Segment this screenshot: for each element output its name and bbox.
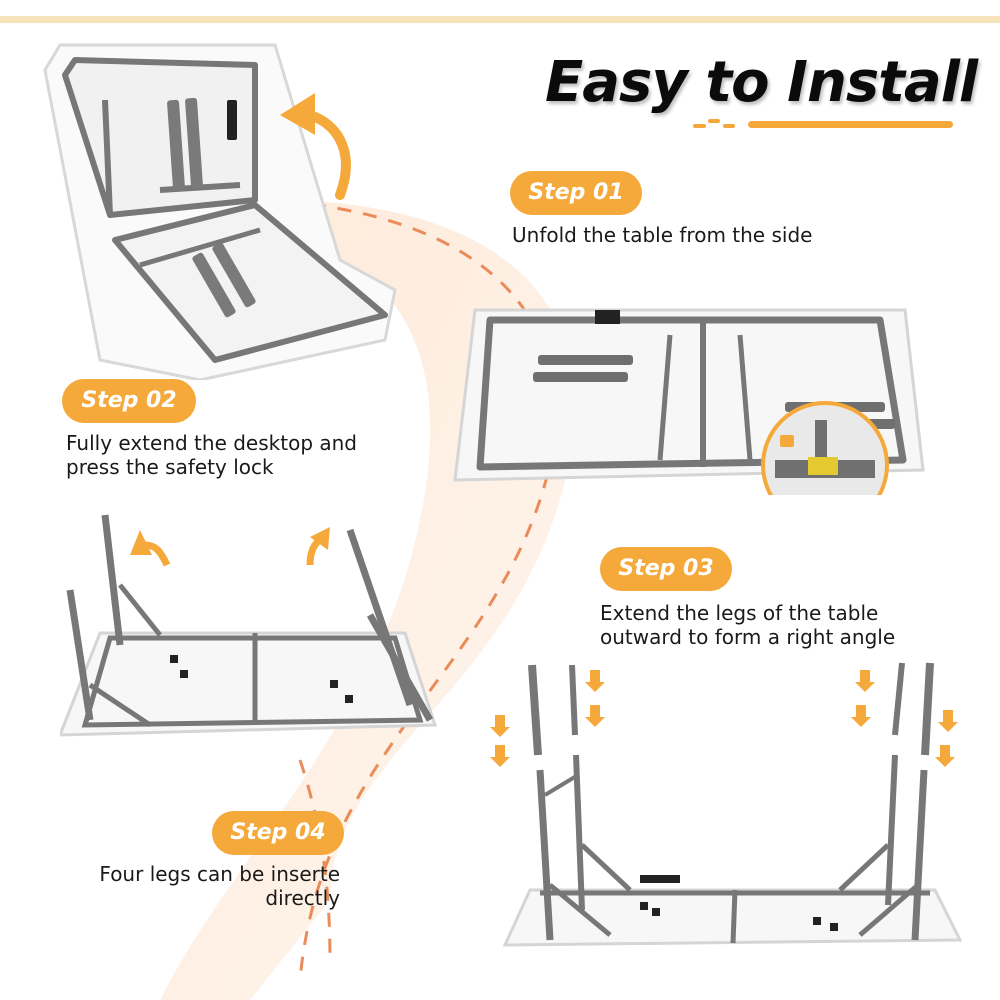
step-02-line1: Fully extend the desktop and — [66, 431, 357, 455]
folded-table-image — [43, 43, 397, 380]
curved-arrow-icon — [280, 93, 351, 200]
title-dash — [723, 124, 735, 128]
step-03-line1: Extend the legs of the table — [600, 601, 879, 625]
step-04-text: Four legs can be inserte directly — [80, 862, 340, 910]
step-04-badge: Step 04 — [212, 811, 344, 855]
step-02-badge: Step 02 — [62, 379, 196, 423]
title-dash — [708, 119, 720, 123]
page-title: Easy to Install — [545, 50, 978, 115]
legs-inserted-image — [490, 662, 963, 947]
flat-table-image — [453, 308, 925, 495]
step-02-text: Fully extend the desktop and press the s… — [66, 431, 357, 479]
step-03-badge: Step 03 — [600, 547, 732, 591]
legs-extending-image — [60, 514, 438, 737]
step-03-text: Extend the legs of the table outward to … — [600, 601, 895, 649]
step-03-line2: outward to form a right angle — [600, 625, 896, 649]
step-04-line1: Four legs can be inserte — [99, 862, 340, 886]
step-01-text: Unfold the table from the side — [512, 223, 813, 247]
step-04-line2: directly — [265, 886, 340, 910]
title-dash — [693, 124, 706, 128]
title-underline — [748, 121, 953, 128]
top-border — [0, 16, 1000, 23]
step-01-badge: Step 01 — [510, 171, 642, 215]
step-02-line2: press the safety lock — [66, 455, 274, 479]
